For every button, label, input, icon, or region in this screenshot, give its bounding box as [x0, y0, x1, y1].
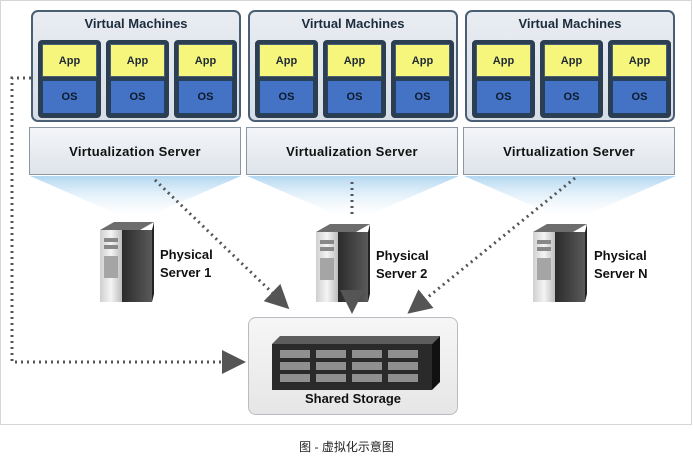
- app-layer: App: [395, 44, 450, 77]
- vm-group-3: Virtual Machines App OS App OS App OS: [465, 10, 675, 122]
- os-layer: OS: [110, 80, 165, 114]
- os-layer: OS: [476, 80, 531, 114]
- figure-caption: 图 - 虚拟化示意图: [299, 440, 394, 454]
- vm-group-title: Virtual Machines: [301, 16, 405, 31]
- os-layer: OS: [178, 80, 233, 114]
- os-layer: OS: [544, 80, 599, 114]
- label-line: Physical: [160, 247, 213, 262]
- os-layer: OS: [42, 80, 97, 114]
- arrow-server1-to-storage: [153, 178, 290, 310]
- vm-group-1: Virtual Machines App OS App OS App OS: [31, 10, 241, 122]
- label-line: Server 1: [160, 265, 212, 280]
- projection-beams: [30, 176, 676, 222]
- tower-server-icon: [533, 224, 587, 302]
- physical-server-2-label: Physical Server 2: [376, 247, 429, 283]
- virtual-machine: App OS: [323, 40, 386, 118]
- virtualization-server-3: Virtualization Server: [463, 127, 675, 175]
- app-layer: App: [612, 44, 667, 77]
- virtual-machine: App OS: [540, 40, 603, 118]
- app-layer: App: [476, 44, 531, 77]
- label-line: Server N: [594, 266, 648, 281]
- label-line: Physical: [594, 248, 647, 263]
- label-line: Physical: [376, 248, 429, 263]
- virtual-machine: App OS: [391, 40, 454, 118]
- app-layer: App: [259, 44, 314, 77]
- storage-icon-layer: [272, 336, 440, 390]
- physical-server-n-label: Physical Server N: [594, 247, 647, 283]
- os-layer: OS: [327, 80, 382, 114]
- virtual-machine: App OS: [174, 40, 237, 118]
- os-layer: OS: [395, 80, 450, 114]
- vm-group-title: Virtual Machines: [518, 16, 622, 31]
- virtualization-server-1: Virtualization Server: [29, 127, 241, 175]
- virtual-machine: App OS: [255, 40, 318, 118]
- beam-2: [247, 176, 459, 222]
- app-layer: App: [327, 44, 382, 77]
- vm-group-2: Virtual Machines App OS App OS App OS: [248, 10, 458, 122]
- arrow-serverN-to-storage: [407, 176, 576, 314]
- physical-server-1-label: Physical Server 1: [160, 246, 213, 282]
- os-layer: OS: [259, 80, 314, 114]
- virtualization-server-2: Virtualization Server: [246, 127, 458, 175]
- app-layer: App: [178, 44, 233, 77]
- storage-array-icon: [272, 336, 440, 390]
- app-layer: App: [110, 44, 165, 77]
- beam-3: [464, 176, 676, 222]
- os-layer: OS: [612, 80, 667, 114]
- label-line: Server 2: [376, 266, 428, 281]
- app-layer: App: [544, 44, 599, 77]
- shared-storage-label: Shared Storage: [304, 391, 402, 406]
- virtual-machine: App OS: [106, 40, 169, 118]
- vm-group-title: Virtual Machines: [84, 16, 188, 31]
- app-layer: App: [42, 44, 97, 77]
- virtual-machine: App OS: [608, 40, 671, 118]
- tower-server-icon: [100, 222, 154, 302]
- connection-arrows: [10, 76, 576, 374]
- beam-1: [30, 176, 241, 222]
- virtual-machine: App OS: [38, 40, 101, 118]
- virtual-machine: App OS: [472, 40, 535, 118]
